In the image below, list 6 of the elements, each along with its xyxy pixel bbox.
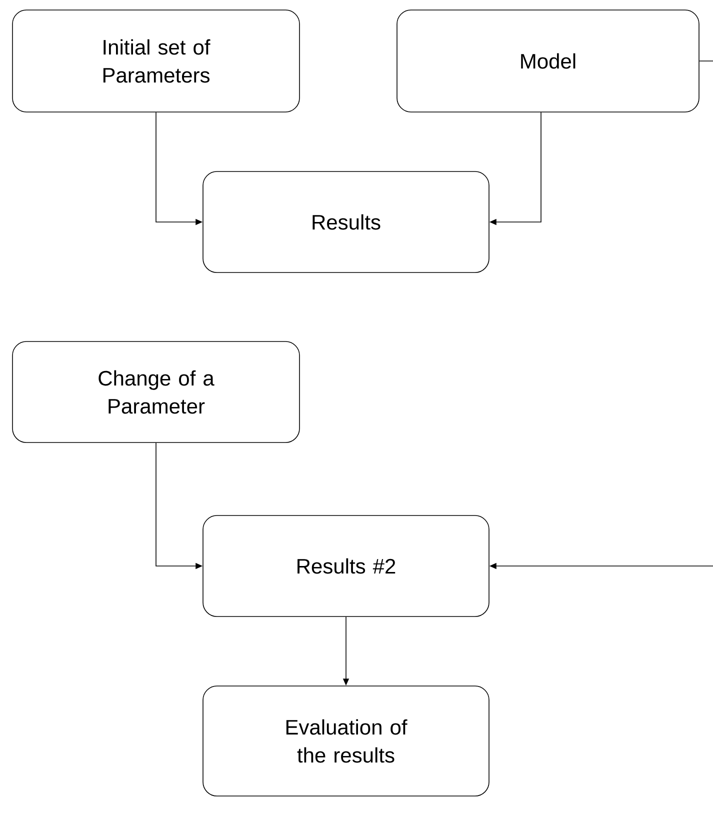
process-box: Model <box>396 10 700 112</box>
process-box: Change of a Parameter <box>12 341 300 443</box>
process-box: Results #2 <box>202 515 490 617</box>
process-box: Initial set of Parameters <box>12 10 300 112</box>
process-box: Results <box>202 171 490 273</box>
process-box: Evaluation of the results <box>202 686 490 796</box>
